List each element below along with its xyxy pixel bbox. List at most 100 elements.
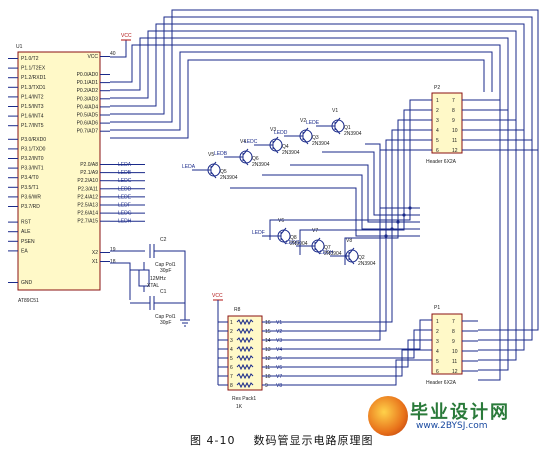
figure-number: 图 4-10 (190, 434, 236, 447)
respack-pin-right: 12 (265, 356, 271, 362)
led-net-labels: LEDA LEDB LEDC LEDD LEDE LEDF LEDG LEDH (110, 162, 145, 225)
u1-right-pin-label: P2.6/A14 (77, 211, 98, 217)
respack-pin-left: 3 (230, 338, 233, 344)
transistor-v: V2 (300, 118, 306, 124)
watermark: 毕业设计网 www.2BYSJ.com (368, 396, 538, 436)
u1-pin-vcc: 40 (110, 51, 116, 57)
u1-left-pin-label: GND (21, 280, 33, 286)
respack-pin-right: 9 (265, 383, 268, 389)
transistor-part: 2N3904 (220, 175, 238, 181)
u1-left-pin-label: P3.3/INT1 (21, 166, 44, 172)
header-pin-left: 1 (436, 98, 439, 104)
respack-pin-left: 2 (230, 329, 233, 335)
header-pin-left: 1 (436, 319, 439, 325)
u1-left-pin-label: P3.4/T0 (21, 175, 39, 181)
u1-right-pin-label: P0.6/AD6 (77, 121, 99, 127)
respack-pin-left: 6 (230, 365, 233, 371)
transistor-v: V6 (278, 218, 284, 224)
u1-left-pin-label: P3.5/T1 (21, 185, 39, 191)
respack-net: V6 (276, 365, 282, 371)
respack-pin-right: 15 (265, 329, 271, 335)
led-net-label: LEDE (118, 194, 132, 200)
respack-net: V2 (276, 329, 282, 335)
u1-left-pin-label: PSEN (21, 239, 35, 245)
figure-caption: 图 4-10 数码管显示电路原理图 (190, 432, 373, 448)
led-net-label: LEDD (118, 186, 132, 192)
u1-right-pin-label: P0.4/AD4 (77, 104, 99, 110)
transistor-ref: Q7 (324, 245, 331, 251)
c2-ref: C2 (160, 237, 167, 243)
respack-pin-left: 8 (230, 383, 233, 389)
resistor-zigzag (236, 354, 254, 362)
crystal-ref: XTAL (147, 283, 159, 289)
u1-right-pin-label: P2.3/A11 (78, 186, 98, 192)
header-pin-right: 11 (452, 138, 457, 144)
c1-value: 30pF (160, 320, 171, 326)
u1-left-pin-label: P1.7/INT5 (21, 123, 44, 129)
p2-ref: P2 (434, 85, 440, 91)
resistor-zigzag (236, 345, 254, 353)
transistor-ref: Q2 (358, 255, 365, 261)
transistor-ref: Q8 (290, 235, 297, 241)
led-net-label: LEDC (118, 178, 132, 184)
mcu-u1: U1 AT89C51 P1.0/T2P1.1/T2EXP1.2/RXD1P1.3… (8, 44, 116, 304)
u1-right-pin-label: P2.7/A15 (77, 219, 98, 225)
respack-net: V4 (276, 347, 282, 353)
p2-name: Header 6X2A (426, 159, 457, 165)
u1-right-pin-label: P2.0/A8 (80, 162, 98, 168)
led-net-label: LEDA (118, 162, 132, 168)
watermark-title: 毕业设计网 (410, 402, 510, 423)
top-bus-wires (110, 9, 539, 381)
vcc-symbols: VCC VCC (110, 33, 223, 315)
u1-left-pin-label: P1.5/INT3 (21, 104, 44, 110)
header-pin-left: 2 (436, 108, 439, 114)
figure-title: 数码管显示电路原理图 (253, 434, 374, 447)
u1-right-pin-label: P2.4/A12 (77, 194, 98, 200)
transistor-net: LEDB (214, 151, 228, 157)
u1-left-pin-label: ALE (21, 229, 31, 235)
header-pin-right: 7 (452, 319, 455, 325)
resistor-zigzag (236, 381, 254, 389)
transistor-net: LEDC (244, 139, 258, 145)
u1-part: AT89C51 (18, 298, 39, 304)
u1-left-pin-label: P1.3/TXD1 (21, 85, 46, 91)
transistor-v: V7 (312, 228, 318, 234)
led-net-label: LEDF (118, 203, 131, 209)
c2-value: 30pF (160, 268, 171, 274)
header-pin-left: 3 (436, 118, 439, 124)
respack-net: V8 (276, 383, 282, 389)
u1-left-pin-label: P3.1/TXD0 (21, 146, 46, 152)
u1-right-pin-label: P0.3/AD3 (77, 96, 99, 102)
p1-name: Header 6X2A (426, 380, 457, 386)
header-pin-left: 3 (436, 339, 439, 345)
header-pin-right: 9 (452, 339, 455, 345)
header-pin-left: 2 (436, 329, 439, 335)
respack-net: V3 (276, 338, 282, 344)
transistor-net: LEDH (320, 250, 334, 256)
transistor-net: LEDD (274, 130, 288, 136)
led-net-label: LEDG (118, 211, 132, 217)
led-net-label: LEDH (118, 219, 132, 225)
u1-right-pin-label: P0.1/AD1 (77, 80, 99, 86)
header-pin-left: 5 (436, 359, 439, 365)
u1-left-pin-label: P3.6/WR (21, 194, 41, 200)
u1-right-pin-label: X2 (92, 250, 98, 256)
header-pin-right: 8 (452, 329, 455, 335)
transistor-net: LEDA (182, 164, 196, 170)
transistor-part: 2N3904 (312, 141, 330, 147)
r8-value: 1K (236, 404, 243, 410)
r8-name: Res Pack1 (232, 396, 256, 402)
transistor-net: LEDG (286, 240, 300, 246)
transistor-v: V3 (270, 127, 276, 133)
led-net-label: LEDB (118, 170, 132, 176)
u1-pin-x1: 18 (110, 259, 116, 265)
header-pin-right: 9 (452, 118, 455, 124)
transistor-v: V5 (208, 152, 214, 158)
